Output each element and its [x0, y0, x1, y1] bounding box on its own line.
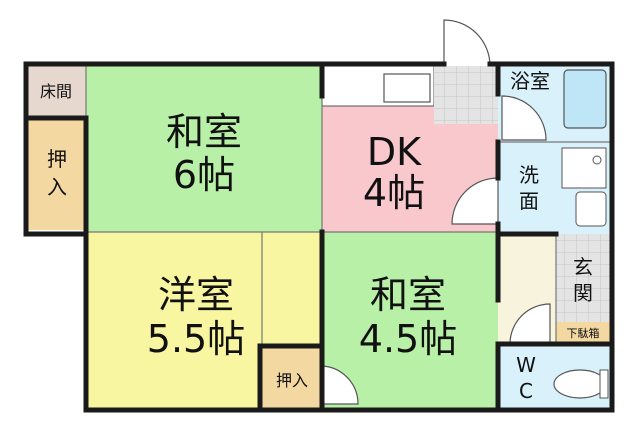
door-oshiire — [321, 365, 359, 405]
getabako-box — [556, 322, 610, 344]
getabako-label: 下駄箱 — [567, 326, 600, 340]
oshiire-bottom-label: 押入 — [276, 371, 308, 390]
wash-basin — [575, 191, 607, 227]
tokonoma-floor — [28, 66, 86, 118]
washitsu45-name: 和室 — [370, 273, 446, 317]
wc-label-1: W — [516, 353, 536, 377]
washing-drum — [592, 155, 602, 165]
youshitsu-size: 5.5帖 — [147, 317, 245, 361]
washitsu6-size: 6帖 — [173, 153, 235, 197]
oshiire-left-label-2: 入 — [47, 175, 67, 199]
bathtub — [563, 69, 607, 129]
toilet — [553, 369, 607, 399]
door-dk — [451, 177, 499, 225]
walls — [23, 61, 615, 413]
washing-machine — [561, 147, 607, 189]
wc-label-2: C — [519, 379, 533, 403]
entrance-tiles — [556, 234, 610, 322]
youshitsu-name: 洋室 — [158, 273, 234, 317]
sink — [383, 73, 431, 103]
dk-size: 4帖 — [363, 171, 425, 215]
entry-door — [443, 19, 491, 67]
washitsu6-name: 和室 — [166, 110, 242, 154]
tokonoma-label: 床間 — [40, 82, 72, 101]
oshiire-left-label-1: 押 — [47, 147, 67, 171]
door-entrance — [509, 303, 551, 345]
toilet-tank — [599, 369, 609, 399]
oshiire-left-floor — [28, 118, 86, 230]
door-bath — [501, 95, 547, 141]
wash-label-2: 面 — [519, 189, 539, 213]
washitsu45-size: 4.5帖 — [359, 317, 457, 361]
bath-label: 浴室 — [510, 69, 550, 93]
dk-name: DK — [367, 130, 422, 174]
entrance-label-2: 関 — [573, 281, 593, 305]
entrance-label-1: 玄 — [573, 255, 593, 279]
tile-area — [434, 66, 498, 124]
wash-label-1: 洗 — [519, 163, 539, 187]
washitsu45-floor — [322, 232, 498, 408]
washitsu6-floor — [86, 66, 322, 232]
oshiire-bottom-floor — [262, 348, 322, 408]
